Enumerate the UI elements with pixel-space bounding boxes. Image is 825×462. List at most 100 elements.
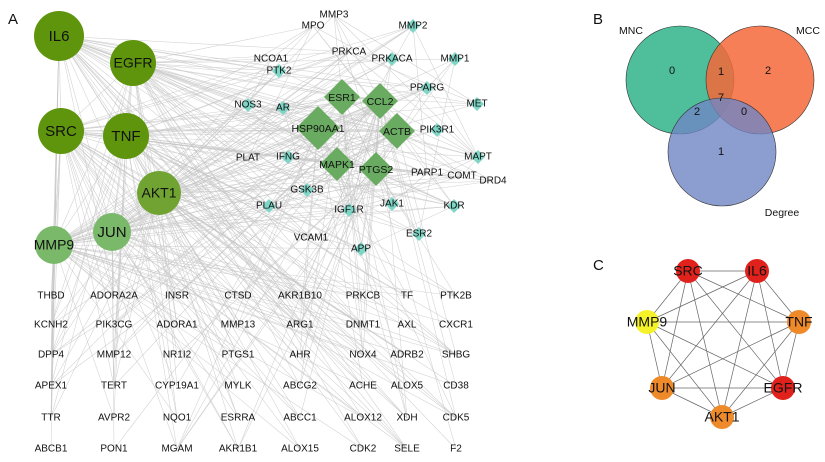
node-kdr-diamond bbox=[447, 199, 461, 213]
network-edge bbox=[50, 96, 343, 387]
venn-value-all: 7 bbox=[718, 92, 724, 104]
network-edge bbox=[58, 35, 381, 102]
network-edge bbox=[158, 192, 301, 450]
panel-label-c: C bbox=[593, 257, 604, 274]
venn-set-label-mnc: MNC bbox=[619, 25, 643, 37]
node-label-adora2a: ADORA2A bbox=[90, 291, 138, 302]
network-edge bbox=[58, 35, 457, 356]
network-edges bbox=[50, 14, 494, 450]
network-edge bbox=[125, 127, 319, 137]
network-edge bbox=[132, 62, 479, 158]
core-node-il6-circle bbox=[745, 259, 769, 283]
network-edge bbox=[282, 107, 350, 211]
node-ifng-diamond bbox=[281, 150, 295, 164]
core-edge bbox=[756, 270, 784, 389]
node-met-diamond bbox=[470, 97, 484, 111]
network-edge bbox=[58, 35, 408, 450]
network-edge bbox=[60, 130, 178, 450]
node-label-alox12: ALOX12 bbox=[344, 413, 382, 424]
network-edge bbox=[176, 130, 398, 450]
node-label-hsp90aa1: HSP90AA1 bbox=[291, 123, 344, 135]
network-edge bbox=[391, 172, 428, 205]
venn-value-mnc-degree: 2 bbox=[694, 106, 700, 118]
network-edge bbox=[111, 231, 457, 326]
network-edge bbox=[53, 244, 239, 387]
network-edge bbox=[341, 96, 364, 356]
network-edge bbox=[58, 35, 457, 419]
network-edge bbox=[125, 51, 350, 137]
node-label-comt: COMT bbox=[447, 171, 476, 182]
node-mapk1-diamond bbox=[320, 147, 354, 181]
core-edge bbox=[687, 270, 784, 389]
node-label-mmp3: MMP3 bbox=[320, 10, 349, 21]
node-label-kdr: KDR bbox=[443, 201, 464, 212]
network-edge bbox=[158, 192, 408, 450]
network-edge bbox=[125, 135, 457, 326]
node-label-igf1r: IGF1R bbox=[334, 205, 363, 216]
network-edge bbox=[50, 135, 127, 326]
network-edge bbox=[60, 130, 301, 387]
node-label-sele: SELE bbox=[394, 444, 420, 455]
network-edge bbox=[158, 192, 408, 387]
network-edge bbox=[132, 58, 272, 64]
node-label-alox5: ALOX5 bbox=[391, 381, 424, 392]
node-label-plau: PLAU bbox=[256, 201, 282, 212]
network-edge bbox=[312, 25, 428, 89]
network-edge bbox=[125, 135, 178, 450]
node-label-nox4: NOX4 bbox=[349, 350, 377, 361]
network-edge bbox=[379, 100, 420, 235]
network-edge bbox=[58, 35, 350, 211]
network-edge bbox=[60, 130, 239, 356]
node-label-tnf: TNF bbox=[111, 128, 140, 145]
core-node-akt1-circle bbox=[710, 405, 734, 429]
node-label-il6: IL6 bbox=[49, 28, 70, 45]
node-igf1r-diamond bbox=[342, 203, 356, 217]
core-edge bbox=[687, 270, 800, 323]
network-edge bbox=[132, 62, 408, 297]
node-label-met: MET bbox=[466, 99, 487, 110]
network-edge bbox=[50, 135, 127, 356]
network-edge bbox=[237, 168, 377, 450]
node-label-adrb2: ADRB2 bbox=[390, 350, 424, 361]
core-node-label-akt1: AKT1 bbox=[704, 409, 739, 425]
core-edge bbox=[687, 270, 723, 418]
network-edge bbox=[158, 192, 457, 419]
network-edge bbox=[132, 51, 350, 64]
node-mmp2-diamond bbox=[406, 19, 420, 33]
network-edge bbox=[379, 100, 457, 419]
node-label-esrra: ESRRA bbox=[221, 413, 256, 424]
node-label-apex1: APEX1 bbox=[35, 381, 68, 392]
network-edge bbox=[125, 135, 239, 297]
network-edge bbox=[60, 51, 350, 132]
node-label-thbd: THBD bbox=[37, 291, 64, 302]
network-edge bbox=[299, 96, 343, 387]
node-label-mmp2: MMP2 bbox=[399, 21, 428, 32]
network-edge bbox=[125, 130, 398, 137]
core-node-mmp9-circle bbox=[635, 310, 659, 334]
node-label-actb: ACTB bbox=[383, 126, 411, 138]
network-edge bbox=[111, 231, 239, 450]
network-edge bbox=[176, 168, 377, 450]
venn-value-mnc-mcc: 1 bbox=[718, 66, 724, 78]
network-edge bbox=[132, 62, 301, 387]
network-edge bbox=[412, 25, 479, 158]
node-label-akt1: AKT1 bbox=[141, 185, 176, 201]
network-edge bbox=[53, 62, 134, 246]
core-node-label-src: SRC bbox=[673, 263, 703, 279]
node-hsp90aa1-diamond bbox=[296, 106, 340, 150]
node-label-ptk2b: PTK2B bbox=[440, 291, 472, 302]
network-edge bbox=[132, 62, 308, 191]
node-label-plat: PLAT bbox=[236, 153, 260, 164]
node-label-nos3: NOS3 bbox=[234, 100, 262, 111]
network-edge bbox=[379, 100, 408, 419]
network-edge bbox=[306, 189, 420, 235]
network-edge bbox=[58, 35, 115, 297]
node-label-alox15: ALOX15 bbox=[281, 444, 319, 455]
network-edge bbox=[379, 100, 463, 177]
node-label-ahr: AHR bbox=[289, 350, 310, 361]
network-edge bbox=[341, 96, 478, 105]
network-edge bbox=[60, 25, 414, 132]
network-edge bbox=[58, 35, 338, 165]
network-edge bbox=[58, 35, 364, 450]
